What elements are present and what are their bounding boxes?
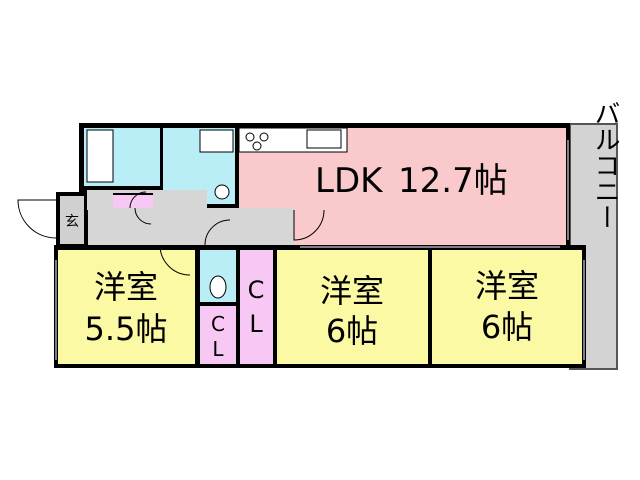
door-swing bbox=[293, 209, 325, 241]
washbasin-icon bbox=[214, 184, 230, 200]
stove-burner-icon bbox=[252, 141, 262, 151]
closet-tall bbox=[240, 250, 273, 364]
bathtub-icon bbox=[86, 129, 114, 183]
western-right-name: 洋室 bbox=[475, 267, 539, 305]
toilet-icon bbox=[209, 275, 227, 299]
western-left-name: 洋室 bbox=[94, 268, 158, 306]
entrance-label: 玄 bbox=[65, 213, 79, 230]
closet-small bbox=[200, 306, 236, 364]
corridor bbox=[88, 208, 294, 245]
closet-tall-c: C bbox=[248, 276, 265, 304]
door-swing bbox=[129, 191, 147, 209]
balcony-label: バルコニー bbox=[590, 100, 620, 230]
ldk-name: LDK bbox=[315, 161, 384, 201]
closet-tall-l: L bbox=[249, 310, 263, 338]
closet-small-c: C bbox=[211, 312, 225, 336]
western-room-right bbox=[432, 250, 582, 364]
western-room-mid bbox=[277, 250, 428, 364]
ldk-size: 12.7帖 bbox=[398, 161, 508, 201]
western-mid-name: 洋室 bbox=[320, 272, 384, 310]
western-right-size: 6帖 bbox=[481, 308, 533, 346]
washing-machine-icon bbox=[199, 129, 234, 153]
closet-small-l: L bbox=[212, 337, 224, 361]
sink-icon bbox=[306, 129, 342, 149]
shoe-closet bbox=[113, 194, 153, 208]
entrance bbox=[60, 196, 84, 244]
stove-burner-icon bbox=[245, 132, 255, 142]
stove-burner-icon bbox=[259, 132, 269, 142]
door-swing bbox=[204, 219, 231, 246]
entrance-door-swing bbox=[17, 199, 57, 239]
western-left-size: 5.5帖 bbox=[85, 310, 168, 348]
door-swing bbox=[134, 207, 152, 225]
door-swing bbox=[159, 244, 191, 276]
western-mid-size: 6帖 bbox=[326, 312, 378, 350]
